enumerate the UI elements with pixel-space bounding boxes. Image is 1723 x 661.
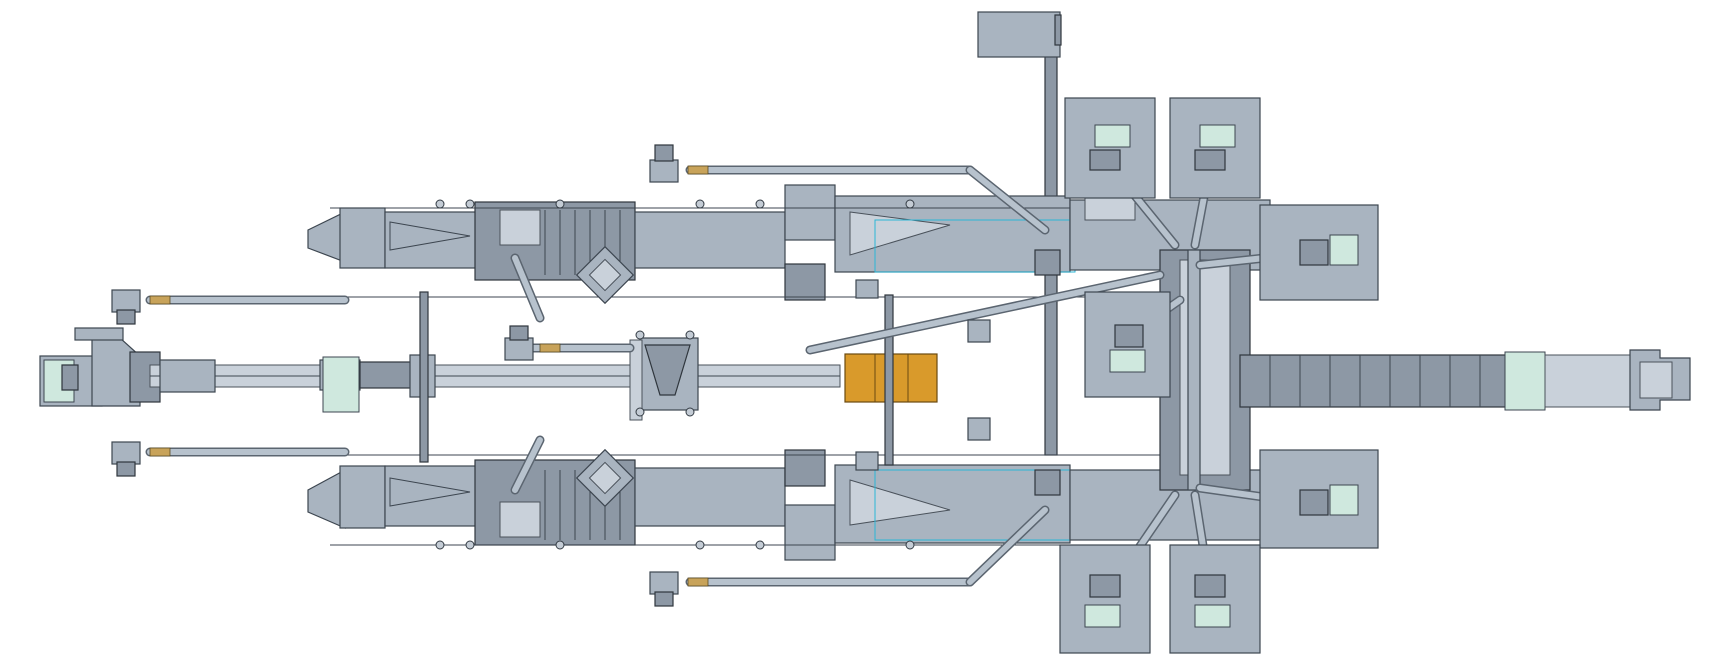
station-unit-top-left bbox=[1064, 97, 1156, 199]
center-feed-conveyor bbox=[149, 354, 841, 413]
lower-roller-bank bbox=[499, 470, 621, 540]
station-unit-center-left bbox=[1084, 291, 1171, 398]
pipe-motors bbox=[111, 144, 991, 607]
lower-gearbox bbox=[575, 448, 635, 508]
station-unit-mid-upper bbox=[1259, 204, 1379, 301]
upper-gearbox bbox=[575, 245, 635, 305]
center-hopper bbox=[629, 337, 699, 421]
casters bbox=[435, 199, 915, 550]
inlet-hopper bbox=[39, 327, 161, 407]
lower-processing-line bbox=[307, 449, 1271, 561]
station-unit-mid-lower bbox=[1259, 449, 1379, 549]
connecting-frame bbox=[419, 249, 1251, 491]
pipe-couplers bbox=[149, 165, 709, 587]
station-unit-bottom-right bbox=[1169, 544, 1261, 654]
station-unit-bottom-left bbox=[1059, 544, 1151, 654]
outlet-conveyor bbox=[1239, 349, 1691, 411]
station-unit-top-right bbox=[1169, 97, 1261, 199]
